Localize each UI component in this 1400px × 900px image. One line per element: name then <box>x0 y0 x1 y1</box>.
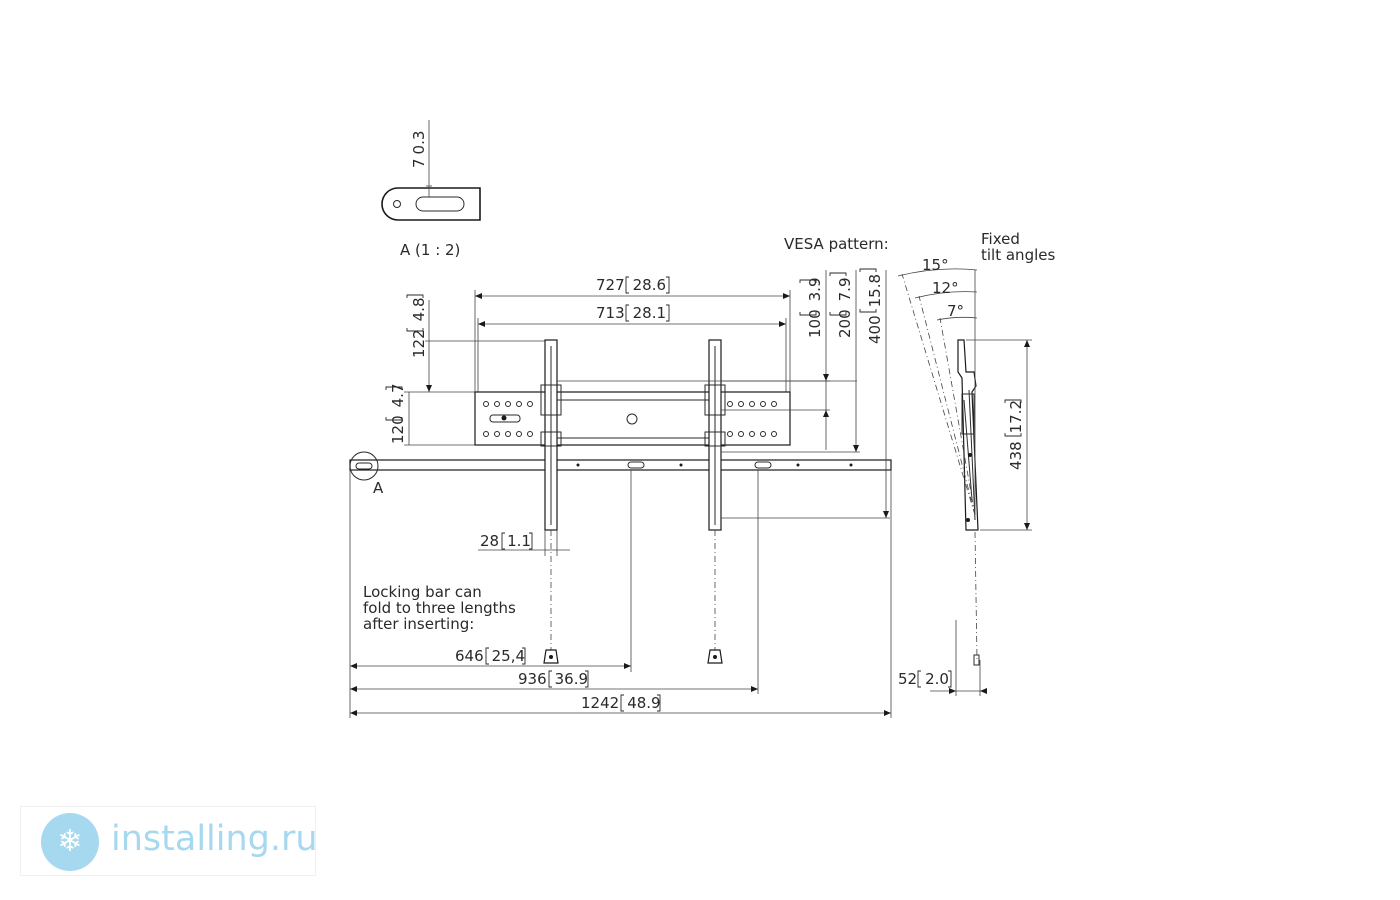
left-height-dimensions: 1224.8 1204.7 <box>385 294 548 446</box>
wall-plate <box>474 391 791 446</box>
slot-height-label: 70.3 <box>410 131 428 168</box>
vesa-200-label: 2007.9 <box>836 278 854 339</box>
tilt-title-line2: tilt angles <box>981 246 1055 264</box>
snowflake-logo-icon: ❄ <box>41 813 99 871</box>
vertical-arm-right <box>704 339 726 664</box>
detail-a-label: A (1 : 2) <box>400 241 460 259</box>
svg-text:fold to three lengths: fold to three lengths <box>363 599 516 617</box>
vesa-400-label: 40015.8 <box>866 274 884 344</box>
height-122-label: 1224.8 <box>410 298 428 359</box>
vesa-dimensions: 1003.9 2007.9 40015.8 <box>557 268 890 519</box>
vesa-100-label: 1003.9 <box>806 278 824 339</box>
tilt-7-label: 7° <box>947 302 964 320</box>
detail-a-reference: A <box>373 479 384 497</box>
vertical-arm-left <box>540 339 562 664</box>
plate-holes-right <box>727 401 777 437</box>
watermark: ❄ installing.ru <box>20 806 318 876</box>
tilt-12-label: 12° <box>932 279 959 297</box>
svg-text:Locking bar can: Locking bar can <box>363 583 482 601</box>
locking-bar-note: Locking bar can fold to three lengths af… <box>363 583 516 633</box>
vesa-pattern-title: VESA pattern: <box>784 235 889 253</box>
detail-a-view: 70.3 A (1 : 2) <box>381 120 481 259</box>
tilt-title-line1: Fixed <box>981 230 1020 248</box>
watermark-text: installing.ru <box>111 819 318 859</box>
height-120-label: 1204.7 <box>389 384 407 445</box>
svg-text:after inserting:: after inserting: <box>363 615 474 633</box>
height-438-label: 43817.2 <box>1007 400 1025 470</box>
plate-holes-left <box>483 401 533 437</box>
locking-bar: A <box>349 451 892 497</box>
tilt-15-label: 15° <box>922 256 949 274</box>
